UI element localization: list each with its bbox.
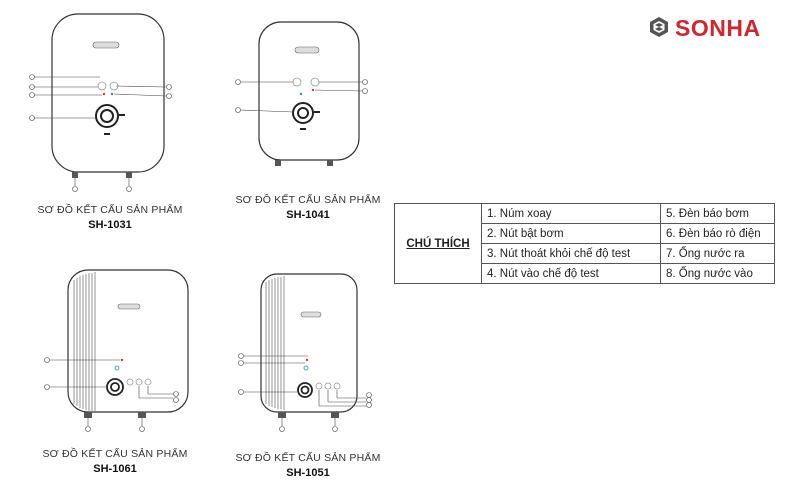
caption-title: SƠ ĐỒ KẾT CẤU SẢN PHẨM [235,452,381,464]
caption-model: SH-1061 [93,463,137,475]
legend-item: 2. Nút bật bơm [481,223,661,244]
caption-model: SH-1031 [88,219,132,231]
legend-table: CHÚ THÍCH 1. Núm xoay 5. Đèn báo bơm 2. … [394,203,775,284]
legend-row: CHÚ THÍCH 1. Núm xoay 5. Đèn báo bơm [394,203,775,284]
caption-title: SƠ ĐỒ KẾT CẤU SẢN PHẨM [37,204,183,216]
legend-item: 5. Đèn báo bơm [660,203,775,224]
diagram-caption-sh-1051: SƠ ĐỒ KẾT CẤU SẢN PHẨM SH-1051 [218,452,398,479]
heater-drawing [44,269,189,432]
caption-model: SH-1051 [286,467,330,479]
caption-model: SH-1041 [286,209,330,221]
diagram-caption-sh-1041: SƠ ĐỒ KẾT CẤU SẢN PHẨM SH-1041 [218,194,398,221]
brand-name: SONHA [675,15,761,41]
legend-item: 6. Đèn báo rò điện [660,223,775,244]
heater-drawing [238,273,372,432]
diagram-sh-1051 [225,268,385,448]
caption-title: SƠ ĐỒ KẾT CẤU SẢN PHẨM [235,194,381,206]
caption-title: SƠ ĐỒ KẾT CẤU SẢN PHẨM [42,448,188,460]
diagram-sh-1031 [20,8,200,248]
heater-drawing [235,21,368,166]
legend-item: 1. Núm xoay [481,203,661,224]
legend-item: 4. Nút vào chế độ test [481,263,661,284]
sonha-logo-icon [650,17,668,37]
diagram-sh-1061 [20,264,200,444]
legend-item: 7. Ống nước ra [660,243,775,264]
legend-item: 3. Nút thoát khỏi chế độ test [481,243,661,264]
brand-logo: SONHA [648,14,778,44]
legend-row: 4. Nút vào chế độ test 8. Ống nước vào [395,263,775,284]
diagram-caption-sh-1061: SƠ ĐỒ KẾT CẤU SẢN PHẨM SH-1061 [25,448,205,475]
legend-item: 8. Ống nước vào [660,263,775,284]
heater-drawing [29,13,172,192]
diagram-caption-sh-1031: SƠ ĐỒ KẾT CẤU SẢN PHẨM SH-1031 [20,204,200,231]
legend-heading: CHÚ THÍCH [394,203,482,284]
diagram-sh-1041 [225,14,385,214]
